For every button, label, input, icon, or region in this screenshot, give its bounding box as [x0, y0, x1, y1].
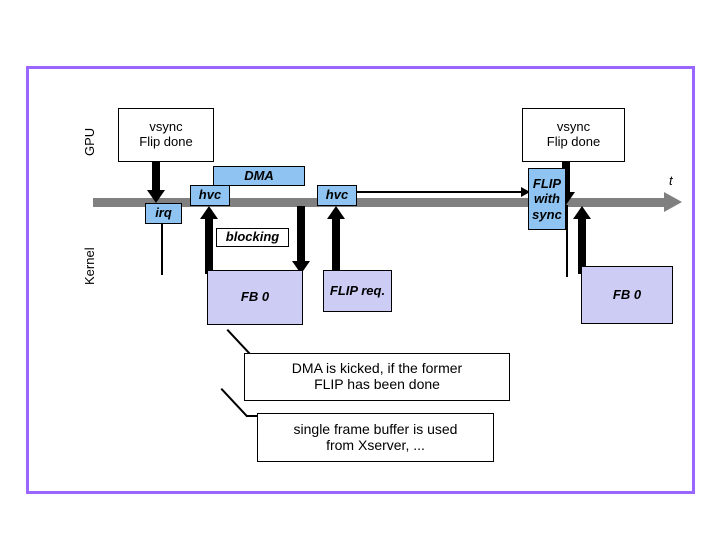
vsync-left-line2: Flip done — [139, 134, 193, 149]
vsync-right-line2: Flip done — [546, 134, 601, 149]
vsync-right-line1: vsync — [556, 119, 591, 135]
node-fb0-left[interactable]: FB 0 — [207, 270, 303, 325]
arrow-fb0-right-up-head — [573, 206, 591, 219]
node-hvc-1[interactable]: hvc — [190, 185, 230, 206]
callout-dma-line2: FLIP has been done — [314, 376, 440, 392]
line-flipsync-down — [566, 205, 568, 277]
slide-frame — [26, 66, 695, 494]
node-dma[interactable]: DMA — [213, 166, 305, 186]
line-hvc2-to-flipsync — [357, 191, 522, 193]
node-vsync-flip-done-right[interactable]: vsync Flip done — [522, 108, 625, 162]
node-vsync-flip-done-left[interactable]: vsync Flip done — [118, 108, 214, 162]
arrow-fb0-to-hvc1-shaft — [205, 218, 213, 274]
node-hvc-2[interactable]: hvc — [317, 185, 357, 206]
arrow-fb0-to-hvc1-head — [200, 206, 218, 219]
vsync-left-line1: vsync — [149, 119, 183, 135]
line-irq-down — [161, 224, 163, 275]
time-axis-arrowhead — [664, 192, 682, 212]
arrow-vsync-to-irq-shaft — [152, 162, 160, 192]
arrow-vsync-to-irq-head — [147, 190, 165, 203]
node-irq[interactable]: irq — [145, 203, 182, 224]
node-fb0-right[interactable]: FB 0 — [581, 266, 673, 324]
arrowhead-hvc2-to-flipsync — [521, 187, 530, 197]
time-axis-label: t — [669, 173, 673, 188]
callout-buffer-line2: from Xserver, ... — [326, 436, 425, 453]
callout-dma-line1: DMA is kicked, if the former — [291, 360, 463, 377]
arrow-fb0-right-up-shaft — [578, 218, 586, 274]
flip-sync-line1: FLIP — [532, 176, 562, 191]
time-axis-line — [93, 198, 666, 207]
lane-label-kernel: Kernel — [82, 247, 97, 285]
flip-sync-line3: sync — [532, 206, 562, 222]
node-flip-with-sync[interactable]: FLIP with sync — [528, 168, 566, 230]
node-blocking[interactable]: blocking — [216, 228, 289, 247]
arrow-dma-to-fb0-shaft — [297, 206, 305, 263]
callout-dma[interactable]: DMA is kicked, if the former FLIP has be… — [244, 353, 510, 401]
node-flip-req[interactable]: FLIP req. — [323, 270, 392, 312]
callout-buffer-line1: single frame buffer is used — [293, 420, 458, 437]
flip-sync-line2: with — [534, 191, 560, 207]
lane-label-gpu: GPU — [82, 127, 97, 156]
callout-leader-2-tail — [246, 415, 267, 417]
arrow-flipreq-to-hvc2-shaft — [332, 218, 340, 272]
arrow-vsync-right-down-shaft — [562, 162, 570, 194]
callout-buffer[interactable]: single frame buffer is used from Xserver… — [257, 413, 494, 462]
arrow-flipreq-to-hvc2-head — [327, 206, 345, 219]
